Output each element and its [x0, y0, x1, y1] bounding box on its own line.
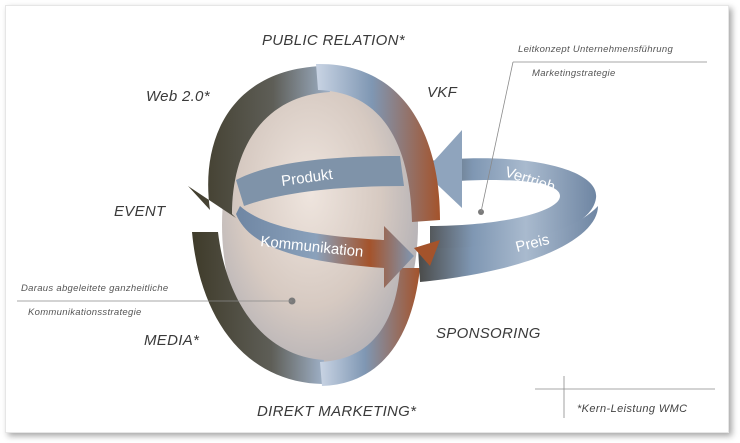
ring-right-lower [320, 268, 420, 386]
annotation-daraus: Daraus abgeleitete ganzheitliche [21, 283, 169, 294]
ring-left-upper [188, 66, 330, 218]
kommunikation-band [236, 206, 414, 288]
annotation-leitkonzept: Leitkonzept Unternehmensführung [518, 44, 674, 55]
band-back-right [420, 158, 597, 251]
event-label: EVENT [114, 203, 166, 220]
vertrieb-arrowhead [424, 130, 462, 208]
web20-label: Web 2.0* [146, 88, 210, 105]
ring-right-upper [316, 63, 440, 222]
public-relation-label: PUBLIC RELATION* [262, 32, 405, 49]
sponsoring-label: SPONSORING [436, 325, 541, 342]
produkt-band [236, 156, 404, 206]
sphere-shape [222, 67, 418, 383]
footnote-kern-leistung: *Kern-Leistung WMC [577, 403, 688, 415]
top-right-leader-line [480, 61, 514, 213]
annotation-kommunikationsstrategie: Kommunikationsstrategie [28, 307, 142, 318]
rust-arrowhead [414, 240, 440, 266]
media-label: MEDIA* [144, 332, 200, 349]
ring-left-lower [192, 232, 324, 384]
annotation-marketingstrategie: Marketingstrategie [532, 68, 616, 79]
preis-band [418, 206, 598, 282]
vkf-label: VKF [427, 84, 458, 101]
direkt-marketing-label: DIREKT MARKETING* [257, 403, 417, 420]
